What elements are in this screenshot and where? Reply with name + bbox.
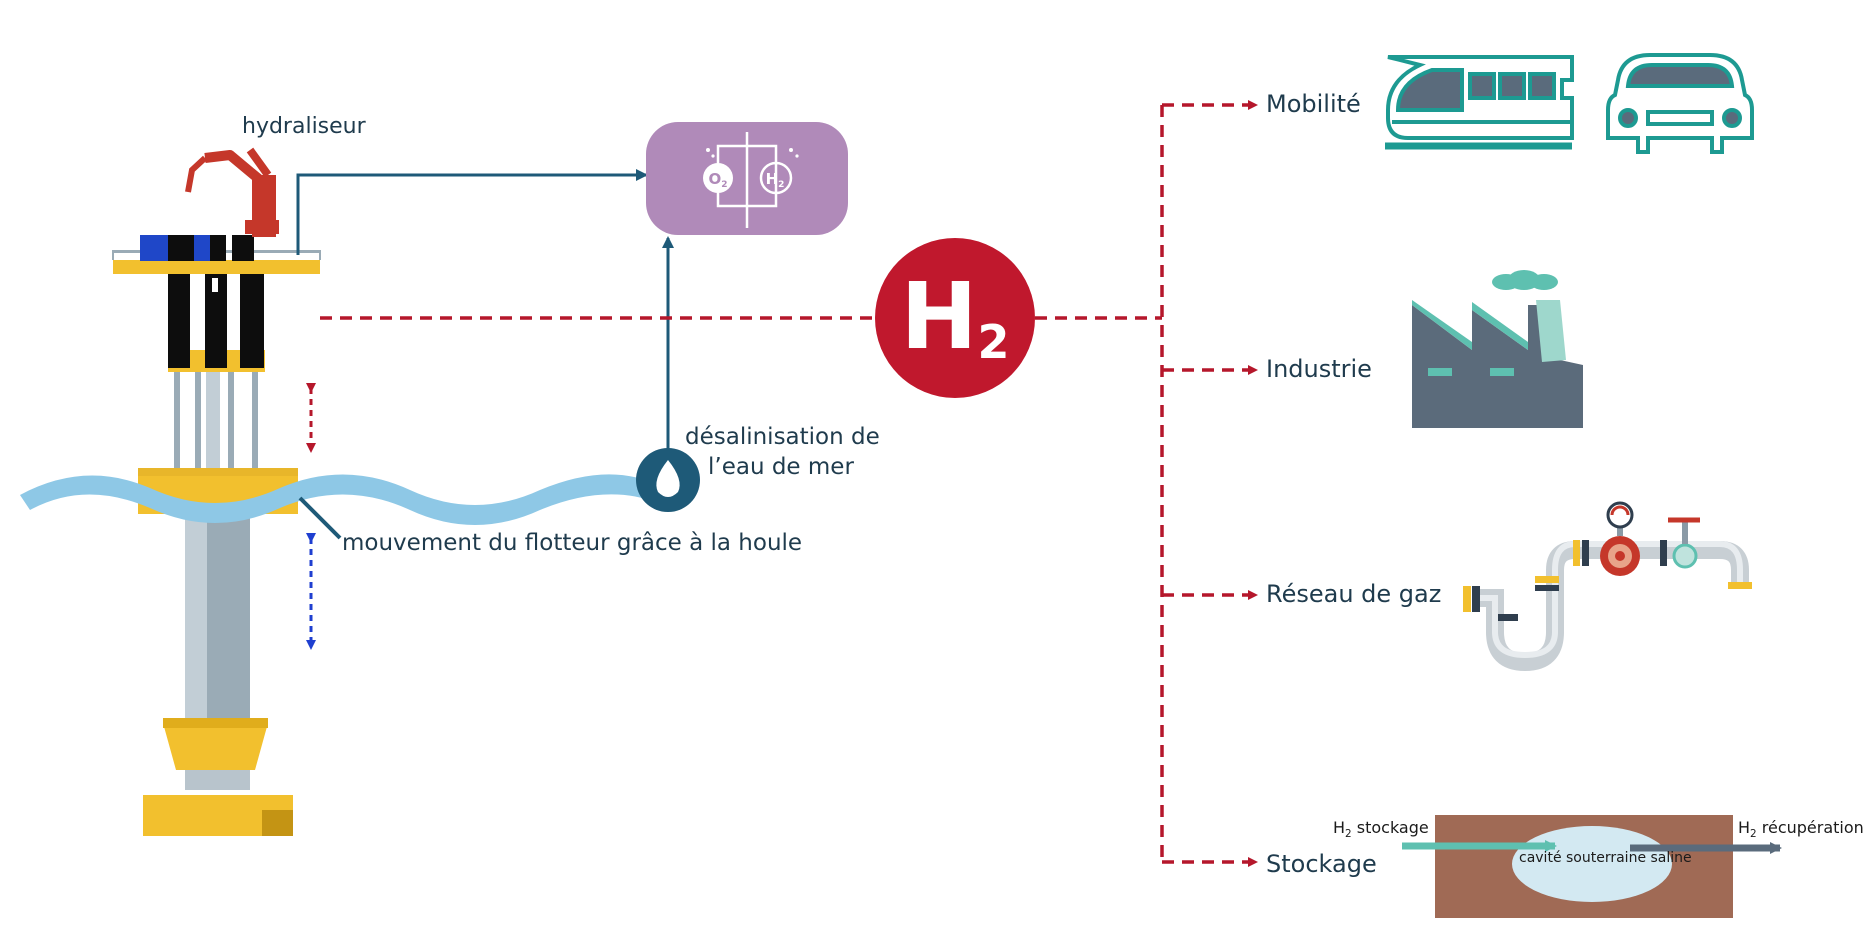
electrolyser-icon: O2 H2 (646, 122, 848, 235)
h2-circle: H2 (875, 238, 1035, 398)
desalination-label-line1: désalinisation de (685, 424, 880, 450)
use-mobility-label: Mobilité (1266, 90, 1361, 118)
sea-wave (20, 474, 650, 525)
h2-injection-label: H2 stockage (1333, 818, 1429, 841)
crane-icon (185, 147, 279, 237)
car-icon (1606, 53, 1754, 154)
hydraliseur-buoy (112, 235, 321, 836)
use-industry-label: Industrie (1266, 355, 1372, 383)
float-pointer (298, 496, 342, 540)
svg-text:O2: O2 (708, 170, 727, 190)
hydraliseur-label: hydraliseur (242, 114, 366, 139)
float-movement-label: mouvement du flotteur grâce à la houle (342, 530, 803, 556)
desalination-label-line2: l’eau de mer (708, 454, 854, 480)
train-icon (1385, 55, 1574, 150)
pipeline-icon (1463, 501, 1752, 672)
use-storage-label: Stockage (1266, 850, 1377, 878)
h2-recovery-label: H2 récupération (1738, 818, 1864, 841)
svg-text:H2: H2 (766, 170, 785, 190)
svg-text:H2: H2 (900, 263, 1009, 370)
factory-icon (1412, 270, 1583, 428)
storage-cavity-icon (1402, 815, 1782, 918)
cavity-label: cavité souterraine saline (1519, 850, 1692, 866)
buoy-to-electrolyser-arrow (296, 169, 648, 255)
use-gas-network-label: Réseau de gaz (1266, 580, 1442, 608)
water-drop-icon (636, 448, 700, 512)
